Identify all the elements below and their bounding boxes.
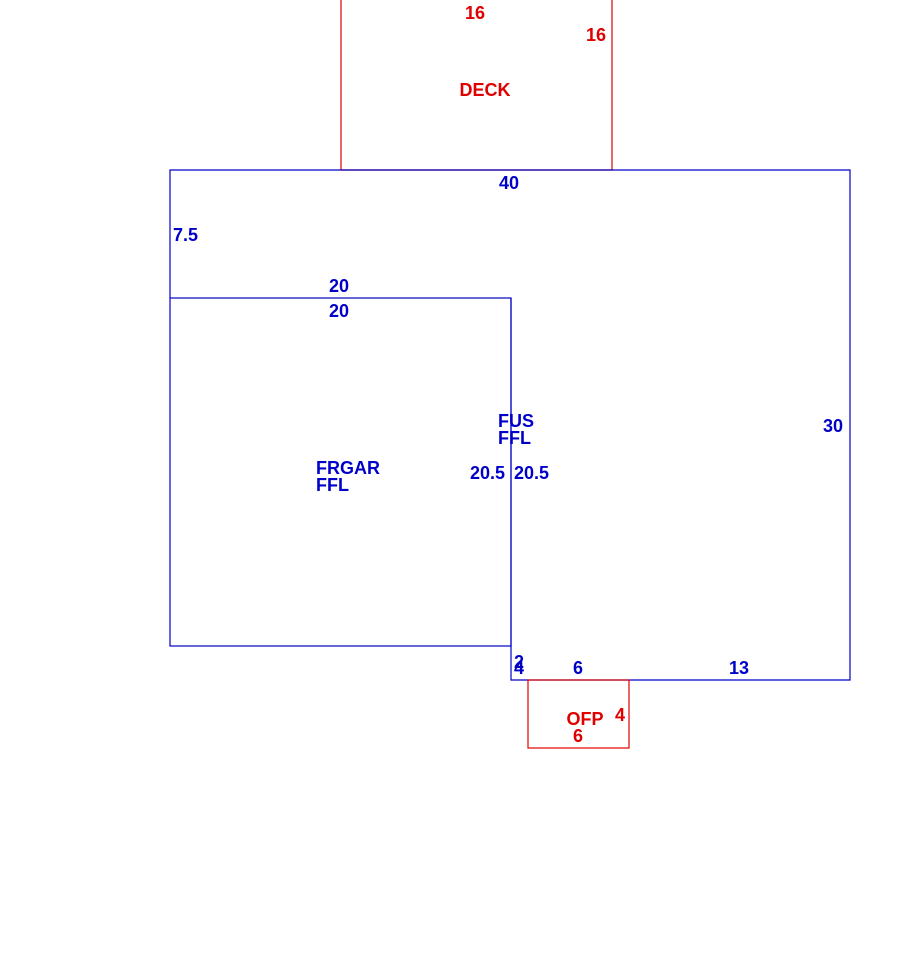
garage-dim-top-outer: 20 (329, 276, 349, 296)
deck-area: 16 16 DECK (340, 0, 613, 171)
garage-area: 20 20 FRGAR FFL 20.5 (169, 276, 512, 647)
deck-dim-top: 16 (465, 3, 485, 23)
main-dim-bottom-mid: 6 (573, 658, 583, 678)
porch-dim-bottom: 6 (573, 726, 583, 746)
main-dim-top: 40 (499, 173, 519, 193)
garage-label-line1: FRGAR (316, 458, 380, 478)
deck-label: DECK (459, 80, 510, 100)
main-dim-bottom-right: 13 (729, 658, 749, 678)
porch-area: OFP 4 6 (527, 679, 630, 749)
porch-label: OFP (566, 709, 603, 729)
main-label-line1: FUS (498, 411, 534, 431)
garage-outline (169, 297, 512, 647)
deck-dim-side: 16 (586, 25, 606, 45)
garage-dim-right: 20.5 (470, 463, 505, 483)
garage-dim-top-inner: 20 (329, 301, 349, 321)
main-dim-bottom-step: 4 (514, 658, 524, 678)
main-dim-left: 7.5 (173, 225, 198, 245)
main-dim-right: 30 (823, 416, 843, 436)
main-house-area: 40 7.5 30 FUS FFL 20.5 2 4 6 13 (169, 169, 851, 681)
main-dim-bottom-short: 2 (514, 652, 524, 672)
garage-label-line2: FFL (316, 475, 349, 495)
main-label-line2: FFL (498, 428, 531, 448)
porch-outline (527, 679, 630, 749)
porch-dim-side: 4 (615, 705, 625, 725)
main-dim-inner-left: 20.5 (514, 463, 549, 483)
